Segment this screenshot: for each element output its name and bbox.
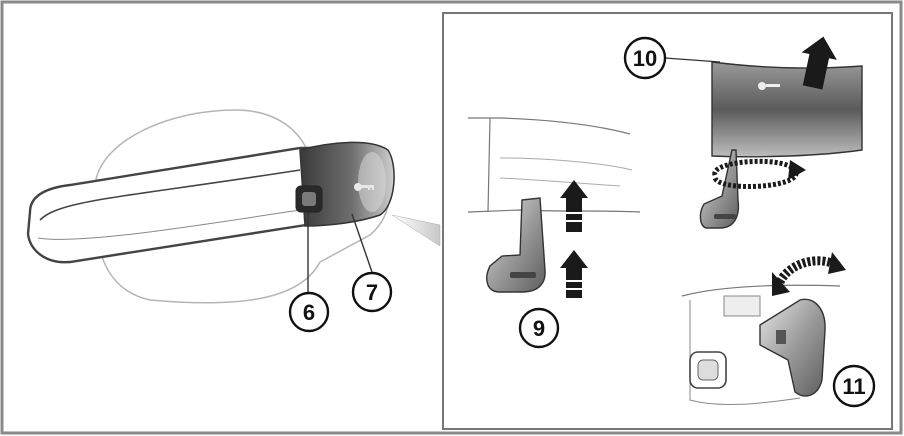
step-10-up-arrow: [801, 36, 837, 90]
callout-7-label: 7: [366, 280, 378, 305]
step-10-cap: [711, 61, 863, 158]
step-11-key: [759, 298, 826, 397]
handle-inner-line: [39, 169, 301, 221]
key-symbol-icon-2: [758, 82, 780, 90]
handle-lower-line: [37, 209, 301, 240]
door-handle-illustration: [26, 109, 441, 304]
callout-6-label: 6: [303, 300, 315, 325]
step-11-illustration: [681, 252, 846, 405]
zoom-cone: [391, 214, 441, 247]
key-symbol-icon: [354, 183, 374, 191]
callout-6: 6: [288, 291, 330, 333]
step-9-key: [486, 197, 546, 293]
step-9-up-arrow-top: [560, 180, 588, 232]
callout-7: 7: [351, 271, 393, 313]
callout-11: 11: [832, 364, 876, 408]
callout-10: 10: [623, 36, 667, 80]
callout-11-label: 11: [842, 374, 865, 399]
step-9-illustration: [467, 117, 641, 298]
callout-9: 9: [518, 307, 560, 349]
step-9-up-arrow-bottom: [560, 250, 588, 298]
callout-10-label: 10: [633, 46, 657, 71]
step-10-illustration: [664, 36, 863, 229]
handle-cap-highlight: [358, 152, 386, 212]
callout-9-label: 9: [533, 316, 545, 341]
